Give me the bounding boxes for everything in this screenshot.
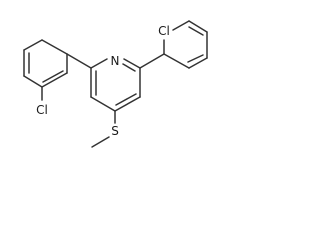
- bond: [23, 75, 43, 88]
- chlorine-label-left: Cl: [36, 103, 48, 117]
- bond: [188, 57, 208, 69]
- bond: [122, 63, 136, 72]
- bond: [90, 96, 116, 112]
- bond: [188, 20, 208, 33]
- bond: [123, 58, 141, 69]
- bond: [41, 72, 68, 88]
- bond: [115, 93, 137, 106]
- bond: [42, 70, 64, 83]
- bond: [139, 53, 165, 69]
- right-chlorophenyl-ring: [139, 20, 208, 69]
- nitrogen-label: N: [111, 54, 120, 68]
- bond: [90, 58, 108, 69]
- bond: [114, 96, 141, 112]
- left-chlorophenyl-ring: [23, 39, 92, 101]
- structure-canvas: N Cl Cl S: [0, 0, 225, 165]
- methylthio-group: [91, 110, 116, 148]
- bond: [188, 26, 204, 36]
- bond: [66, 53, 92, 69]
- sulfur-label: S: [111, 124, 119, 138]
- chlorine-label-top: Cl: [158, 24, 170, 38]
- bond: [163, 53, 190, 69]
- bond: [187, 54, 204, 63]
- bond: [91, 136, 110, 148]
- bond: [23, 39, 43, 51]
- bond: [172, 20, 190, 31]
- bond: [41, 39, 68, 55]
- pyridine-ring: [90, 58, 141, 112]
- molecule-diagram: N Cl Cl S: [23, 20, 208, 148]
